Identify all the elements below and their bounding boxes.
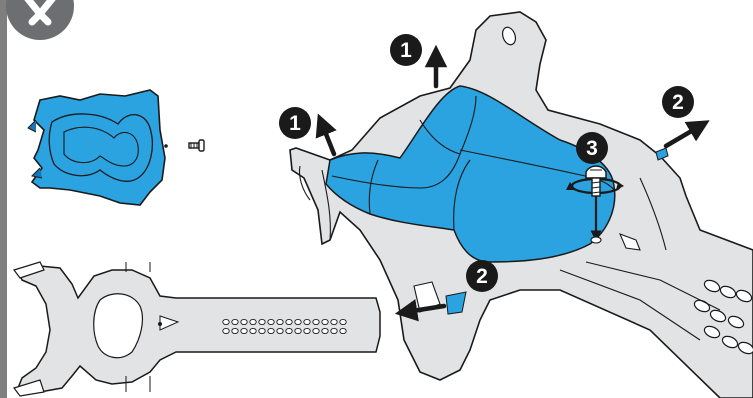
step-marker-1a-label: 1: [400, 39, 412, 62]
step-marker-2a: 2: [662, 86, 694, 118]
step-marker-2b: 2: [466, 260, 498, 292]
arrow-step1-left: [322, 124, 334, 154]
step-marker-1b: 1: [279, 107, 311, 139]
step-badge-icon: [6, 0, 74, 40]
step-marker-2b-label: 2: [476, 265, 488, 288]
step-marker-1b-label: 1: [289, 112, 301, 135]
step-marker-3-label: 3: [586, 137, 598, 160]
arrow-step2-right: [666, 126, 700, 146]
base-plate-flat: [14, 262, 380, 396]
step-marker-1a: 1: [390, 34, 422, 66]
step-marker-2a-label: 2: [672, 91, 684, 114]
blue-pad-small: [28, 90, 168, 205]
step-marker-3: 3: [576, 132, 608, 164]
screw-icon: [189, 140, 204, 151]
